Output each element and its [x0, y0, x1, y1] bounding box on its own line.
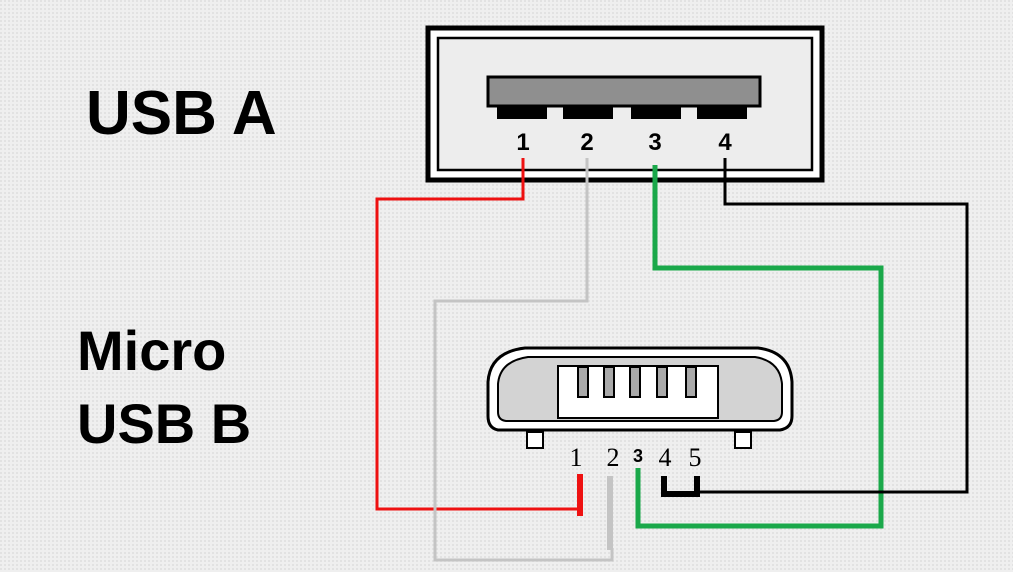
usb-a-connector: 1 2 3 4 — [425, 25, 825, 183]
usb-a-contact-1 — [497, 106, 547, 119]
wire-pin4 — [697, 158, 969, 494]
usb-a-title: USB A — [86, 79, 277, 148]
micro-usb-contact-5 — [685, 366, 697, 398]
micro-usb-title-line1: Micro — [77, 319, 226, 382]
micro-usb-left-tab — [526, 431, 544, 449]
wire-pin2 — [433, 158, 614, 562]
usb-a-contact-4 — [697, 106, 747, 119]
wires — [375, 158, 969, 562]
micro-usb-pin-label-1: 1 — [570, 443, 583, 472]
wire-pin4-pin5-bridge — [661, 476, 700, 497]
micro-usb-b-connector: 1 2 3 4 5 — [486, 346, 794, 472]
usb-a-tongue — [486, 75, 762, 108]
usb-a-pin-label-1: 1 — [516, 129, 529, 156]
usb-a-contact-3 — [631, 106, 681, 119]
usb-a-pin-label-3: 3 — [648, 129, 661, 156]
wire-pin3 — [635, 165, 884, 529]
micro-usb-right-tab — [734, 431, 752, 449]
micro-usb-pin-label-2: 2 — [607, 443, 620, 472]
micro-usb-title-line2: USB B — [77, 392, 251, 455]
usb-a-pin-label-2: 2 — [580, 129, 593, 156]
usb-a-contact-2 — [563, 106, 613, 119]
wire-pin1 — [375, 158, 578, 511]
micro-usb-pin-label-3: 3 — [633, 446, 643, 466]
micro-usb-pin-label-4: 4 — [659, 443, 672, 472]
micro-usb-contact-3 — [629, 366, 641, 398]
micro-usb-contact-2 — [603, 366, 615, 398]
micro-usb-contact-1 — [577, 366, 589, 398]
usb-a-pin-label-4: 4 — [718, 129, 732, 156]
micro-usb-contact-4 — [656, 366, 668, 398]
micro-usb-pin-label-5: 5 — [689, 443, 702, 472]
